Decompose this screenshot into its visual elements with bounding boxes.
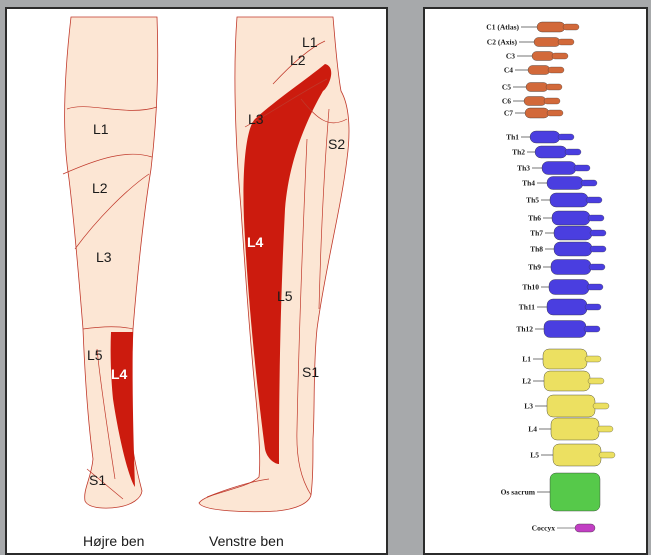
vertebra-th8-process bbox=[590, 246, 606, 252]
left-leg-label-s2: S2 bbox=[328, 136, 345, 152]
vertebra-th11-process bbox=[585, 304, 601, 310]
label-l1: L1 bbox=[522, 355, 531, 364]
vertebra-l1-process bbox=[585, 356, 601, 362]
vertebra-th2-process bbox=[565, 149, 581, 155]
vertebra-th7-process bbox=[590, 230, 606, 236]
vertebra-th3-process bbox=[574, 165, 590, 171]
vertebra-c4 bbox=[528, 66, 550, 75]
vertebra-th9 bbox=[551, 260, 591, 275]
vertebra-l3 bbox=[547, 395, 595, 417]
label-th8: Th8 bbox=[530, 245, 543, 254]
vertebra-th12-process bbox=[584, 326, 600, 332]
label-c4: C4 bbox=[504, 66, 513, 75]
vertebra-l1 bbox=[543, 349, 587, 369]
label-l4: L4 bbox=[528, 425, 537, 434]
vertebra-c6 bbox=[524, 97, 546, 106]
right-leg-label-s1: S1 bbox=[89, 472, 106, 488]
spine-illustration: C1 (Atlas) C2 (Axis) C3C4C5C6C7Th1Th2Th3Th… bbox=[425, 9, 648, 555]
vertebra-c4-process bbox=[548, 67, 564, 73]
vertebra-th1 bbox=[530, 131, 560, 143]
right-leg-label-l4: L4 bbox=[111, 366, 128, 382]
vertebra-c2-axis-process bbox=[558, 39, 574, 45]
right-leg-caption: Højre ben bbox=[83, 533, 144, 549]
label-th4: Th4 bbox=[522, 179, 535, 188]
left-leg-caption: Venstre ben bbox=[209, 533, 284, 549]
vertebra-os-sacrum bbox=[550, 473, 600, 511]
vertebra-l4 bbox=[551, 418, 599, 440]
vertebra-th5-process bbox=[586, 197, 602, 203]
right-leg: L1 L2 L3 L5 L4 S1 bbox=[63, 17, 158, 508]
dermatome-legs-illustration: L1 L2 L3 L5 L4 S1 L1 L2 L3 S2 L4 L5 S1 bbox=[7, 9, 388, 555]
label-c1-atlas: C1 (Atlas) bbox=[486, 23, 519, 32]
vertebra-th10 bbox=[549, 280, 589, 295]
vertebra-th4-process bbox=[581, 180, 597, 186]
label-th7: Th7 bbox=[530, 229, 543, 238]
vertebra-th10-process bbox=[587, 284, 603, 290]
vertebra-l2-process bbox=[588, 378, 604, 384]
vertebra-l3-process bbox=[593, 403, 609, 409]
vertebra-l4-process bbox=[597, 426, 613, 432]
label-th5: Th5 bbox=[526, 196, 539, 205]
label-l2: L2 bbox=[522, 377, 531, 386]
label-l5: L5 bbox=[530, 451, 539, 460]
vertebra-c3-process bbox=[552, 53, 568, 59]
vertebra-th6-process bbox=[588, 215, 604, 221]
label-th1: Th1 bbox=[506, 133, 519, 142]
label-th3: Th3 bbox=[517, 164, 530, 173]
vertebra-c3 bbox=[532, 52, 554, 61]
label-c5: C5 bbox=[502, 83, 511, 92]
vertebra-c5 bbox=[526, 83, 548, 92]
vertebra-th4 bbox=[547, 177, 583, 190]
vertebra-th3 bbox=[542, 162, 576, 175]
vertebra-th1-process bbox=[558, 134, 574, 140]
right-leg-label-l2: L2 bbox=[92, 180, 108, 196]
vertebra-th2 bbox=[535, 146, 567, 158]
left-leg-label-s1: S1 bbox=[302, 364, 319, 380]
label-th10: Th10 bbox=[522, 283, 539, 292]
label-l3: L3 bbox=[524, 402, 533, 411]
vertebra-c7 bbox=[525, 108, 549, 118]
vertebra-th11 bbox=[547, 299, 587, 315]
left-leg: L1 L2 L3 S2 L4 L5 S1 bbox=[199, 17, 349, 512]
vertebra-th5 bbox=[550, 193, 588, 207]
label-th9: Th9 bbox=[528, 263, 541, 272]
vertebra-l5-process bbox=[599, 452, 615, 458]
right-leg-label-l5: L5 bbox=[87, 347, 103, 363]
vertebra-c2-axis bbox=[534, 38, 560, 47]
label-c3: C3 bbox=[506, 52, 515, 61]
left-leg-label-l4: L4 bbox=[247, 234, 264, 250]
left-leg-label-l1: L1 bbox=[302, 34, 318, 50]
vertebra-th7 bbox=[554, 226, 592, 240]
vertebra-th8 bbox=[554, 242, 592, 256]
left-leg-label-l2: L2 bbox=[290, 52, 306, 68]
label-coccyx: Coccyx bbox=[532, 524, 556, 533]
right-leg-label-l1: L1 bbox=[93, 121, 109, 137]
vertebra-c6-process bbox=[544, 98, 560, 104]
label-c6: C6 bbox=[502, 97, 511, 106]
label-c2-axis: C2 (Axis) bbox=[487, 38, 518, 47]
vertebra-l5 bbox=[553, 444, 601, 466]
vertebra-coccyx bbox=[575, 524, 595, 532]
right-leg-label-l3: L3 bbox=[96, 249, 112, 265]
left-leg-label-l5: L5 bbox=[277, 288, 293, 304]
vertebra-l2 bbox=[544, 371, 590, 391]
vertebra-c1-atlas-process bbox=[563, 24, 579, 30]
vertebra-c7-process bbox=[547, 110, 563, 116]
vertebra-th6 bbox=[552, 211, 590, 225]
dermatome-legs-panel: L1 L2 L3 L5 L4 S1 L1 L2 L3 S2 L4 L5 S1 H… bbox=[5, 7, 388, 555]
vertebra-th12 bbox=[544, 321, 586, 338]
label-th6: Th6 bbox=[528, 214, 541, 223]
label-os-sacrum: Os sacrum bbox=[501, 488, 536, 497]
label-c7: C7 bbox=[504, 109, 513, 118]
label-th2: Th2 bbox=[512, 148, 525, 157]
vertebra-c5-process bbox=[546, 84, 562, 90]
label-th12: Th12 bbox=[516, 325, 533, 334]
vertebra-c1-atlas bbox=[537, 22, 565, 32]
vertebra-th9-process bbox=[589, 264, 605, 270]
label-th11: Th11 bbox=[519, 303, 536, 312]
left-leg-label-l3: L3 bbox=[248, 111, 264, 127]
